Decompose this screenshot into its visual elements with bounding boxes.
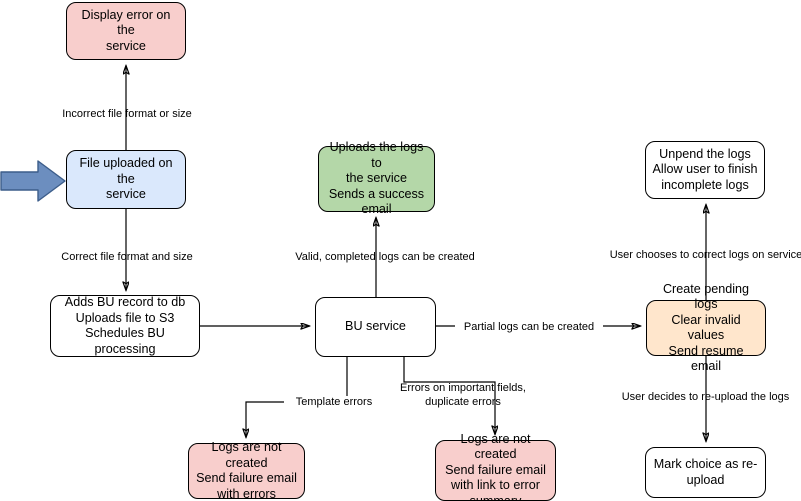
node-logs-not-created-with-link-to-error-summary[interactable]: Logs are not created Send failure email … (435, 432, 556, 501)
node-adds-bu-record-to-db[interactable]: Adds BU record to db Uploads file to S3 … (50, 295, 200, 357)
node-bu-service[interactable]: BU service (315, 297, 436, 357)
edge-label-user-decides-to-re-upload-the-logs: User decides to re-upload the logs (621, 391, 790, 403)
edge-bu-service-to-logs-not-created-summary (403, 357, 495, 434)
node-logs-not-created-with-errors[interactable]: Logs are not created Send failure email … (188, 440, 305, 501)
edge-label-correct-file-format-and-size: Correct file format and size (61, 251, 193, 263)
start-arrow-icon (0, 160, 66, 202)
edge-label-incorrect-file-format-or-size: Incorrect file format or size (62, 108, 192, 120)
edge-label-errors-on-important-fields: Errors on important fields, duplicate er… (400, 382, 526, 408)
node-unpend-the-logs[interactable]: Unpend the logs Allow user to finish inc… (645, 141, 765, 199)
edge-label-template-errors: Template errors (284, 396, 384, 410)
node-uploads-the-logs-to-the-service[interactable]: Uploads the logs to the service Sends a … (318, 140, 435, 216)
edge-label-partial-logs-can-be-created: Partial logs can be created (455, 321, 603, 335)
node-file-uploaded-on-the-service[interactable]: File uploaded on the service (66, 150, 186, 209)
node-create-pending-logs[interactable]: Create pending logs Clear invalid values… (646, 282, 766, 373)
node-display-error[interactable]: Display error on the service (66, 2, 186, 60)
edge-label-valid-completed-logs-can-be-created: Valid, completed logs can be created (295, 251, 475, 263)
node-mark-choice-as-re-upload[interactable]: Mark choice as re- upload (645, 447, 766, 498)
edge-label-user-chooses-to-correct-logs-on-service: User chooses to correct logs on service (609, 249, 801, 261)
